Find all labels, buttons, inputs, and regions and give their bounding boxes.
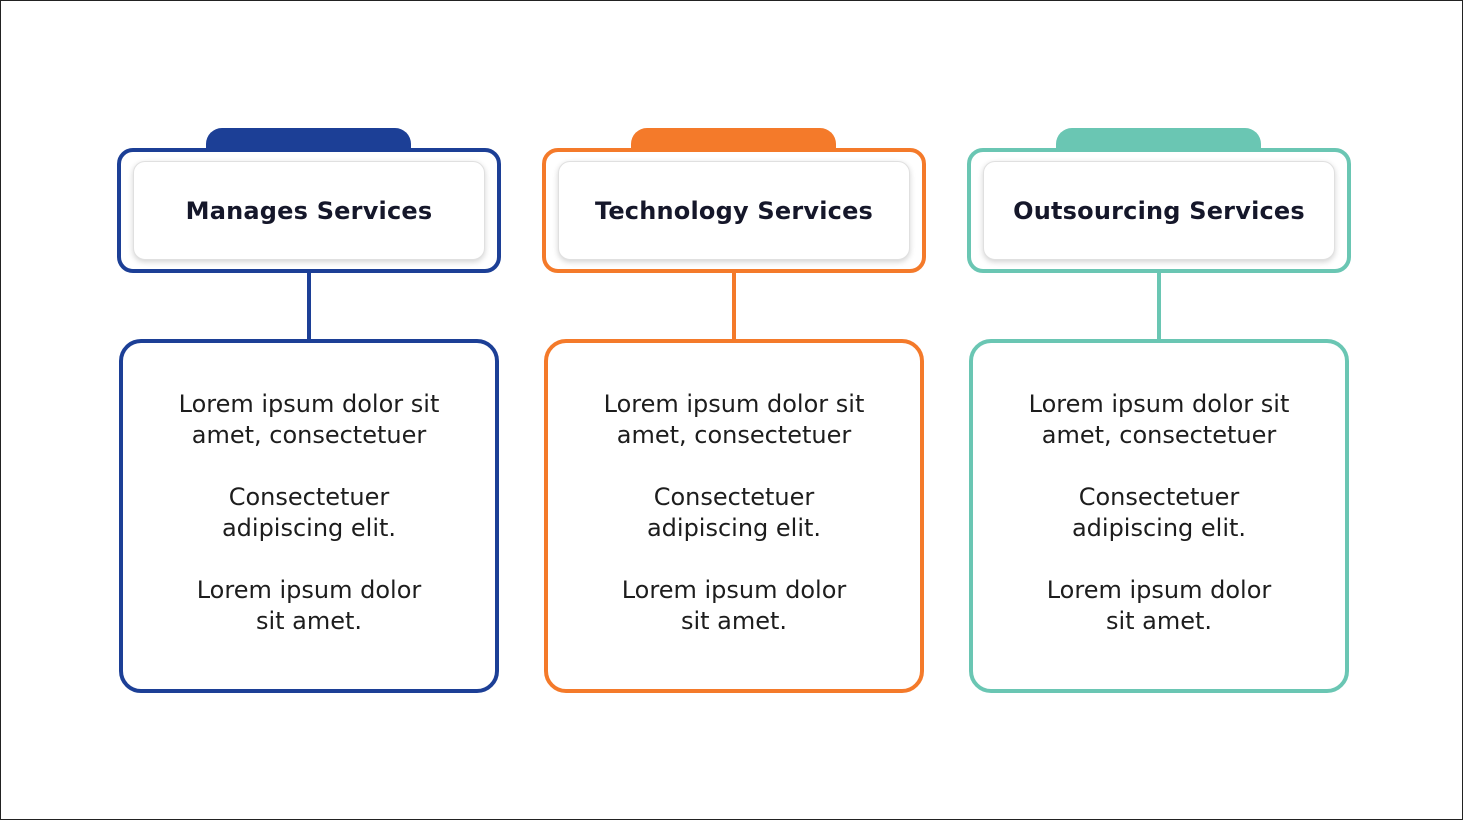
header-inner-panel: Outsourcing Services xyxy=(983,161,1335,260)
description-paragraph: Lorem ipsum dolor sit amet, consectetuer xyxy=(178,390,440,449)
service-column-outsourcing: Outsourcing Services Lorem ipsum dolor s… xyxy=(967,1,1351,821)
description-card: Lorem ipsum dolor sit amet, consectetuer… xyxy=(119,339,499,693)
connector-line xyxy=(307,272,311,340)
description-card: Lorem ipsum dolor sit amet, consectetuer… xyxy=(544,339,924,693)
header-card: Manages Services xyxy=(117,148,501,273)
header-inner-panel: Technology Services xyxy=(558,161,910,260)
connector-line xyxy=(732,272,736,340)
description-paragraph: Lorem ipsum dolor sit amet. xyxy=(1046,576,1272,635)
service-title: Outsourcing Services xyxy=(1013,196,1305,225)
header-card: Outsourcing Services xyxy=(967,148,1351,273)
description-paragraph: Lorem ipsum dolor sit amet. xyxy=(621,576,847,635)
description-paragraph: Lorem ipsum dolor sit amet, consectetuer xyxy=(603,390,865,449)
service-column-managed: Manages Services Lorem ipsum dolor sit a… xyxy=(117,1,501,821)
header-card: Technology Services xyxy=(542,148,926,273)
description-paragraph: Lorem ipsum dolor sit amet, consectetuer xyxy=(1028,390,1290,449)
service-column-technology: Technology Services Lorem ipsum dolor si… xyxy=(542,1,926,821)
service-title: Technology Services xyxy=(594,196,874,225)
service-title: Manages Services xyxy=(185,196,433,225)
header-inner-panel: Manages Services xyxy=(133,161,485,260)
description-paragraph: Lorem ipsum dolor sit amet. xyxy=(196,576,422,635)
description-paragraph: Consectetuer adipiscing elit. xyxy=(1071,483,1247,542)
connector-line xyxy=(1157,272,1161,340)
description-card: Lorem ipsum dolor sit amet, consectetuer… xyxy=(969,339,1349,693)
description-paragraph: Consectetuer adipiscing elit. xyxy=(646,483,822,542)
description-paragraph: Consectetuer adipiscing elit. xyxy=(221,483,397,542)
